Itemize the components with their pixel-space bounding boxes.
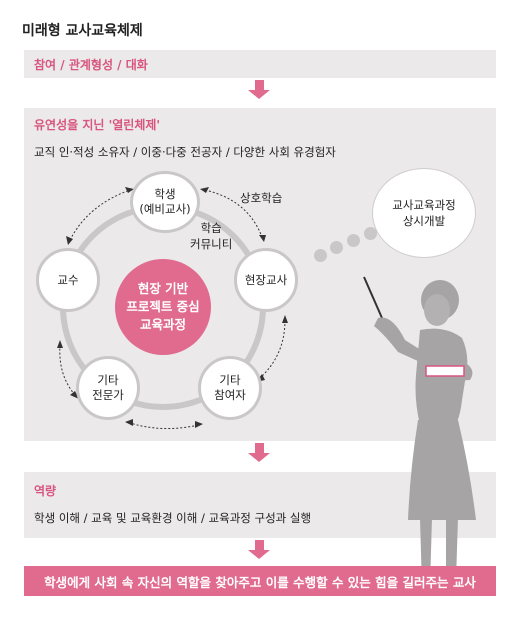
competency-subtitle: 학생 이해 / 교육 및 교육환경 이해 / 교육과정 구성과 실행 [34,511,312,525]
arrowhead-1b [125,187,134,193]
open-system-subtitle: 교직 인·적성 소유자 / 이중·다중 전공자 / 다양한 사회 유경험자 [34,145,336,159]
arrow-3-head [248,550,270,559]
node-student: 학생 (예비교사) [130,171,200,233]
participation-band: 참여 / 관계형성 / 대화 [24,50,496,78]
summary-text: 학생에게 사회 속 자신의 역할을 찾아주고 이를 수행할 수 있는 힘을 길러… [44,574,476,590]
open-system-label: 유연성을 지닌 '열린체제' [34,118,161,132]
competency-label: 역량 [34,484,57,498]
arrowhead-2a [200,187,209,193]
thought-dot-2 [330,241,343,254]
thought-bubble: 교사교육과정 상시개발 [372,168,476,258]
center-line1: 현장 기반 [137,281,189,296]
arrowhead-4a [195,421,203,428]
head [424,294,450,326]
raised-arm [374,317,424,362]
center-curriculum: 현장 기반 프로젝트 중심 교육과정 [115,259,211,355]
node-student-line1: 학생 [154,187,176,201]
pointer-stick [363,276,383,319]
summary-bar: 학생에게 사회 속 자신의 역할을 찾아주고 이를 수행할 수 있는 힘을 길러… [24,566,496,596]
node-professor-line1: 교수 [57,272,79,287]
node-other-expert-line1: 기타 [97,373,119,387]
dashed-arrows [59,189,286,430]
arrow-2-stem [255,443,264,453]
page-title: 미래형 교사교육체제 [22,23,143,39]
node-other-participant: 기타 참여자 [198,356,262,420]
arrow-otherexpert-professor [59,344,76,396]
label-learning-community-1: 학습 [200,221,222,235]
arrowhead-1a [66,236,73,245]
book [425,365,465,377]
thought-bubble-line1: 교사교육과정 [392,198,456,212]
skirt [408,420,476,520]
participation-label: 참여 / 관계형성 / 대화 [34,58,148,72]
arrow-1-head [248,90,270,99]
arrow-3-stem [255,540,264,550]
node-other-expert-line2: 전문가 [92,388,124,402]
node-other-expert: 기타 전문가 [76,356,140,420]
label-learning-community: 학습 커뮤니티 [190,220,232,252]
node-field-teacher: 현장교사 [234,248,298,312]
center-line2: 프로젝트 중심 [126,299,200,314]
node-student-line2: (예비교사) [139,202,191,216]
center-line3: 교육과정 [139,317,186,332]
arrow-1-stem [255,80,264,90]
node-other-participant-line1: 기타 [219,373,241,387]
node-other-participant-line2: 참여자 [214,388,246,402]
arrowhead-5b [57,340,63,348]
label-mutual-learning: 상호학습 [240,191,283,205]
thought-bubble-line2: 상시개발 [402,214,446,228]
thought-dot-4 [364,227,377,240]
thought-dot-1 [314,249,327,262]
node-professor: 교수 [36,248,100,312]
arrow-fieldteacher-otherparticipant [259,319,286,379]
label-learning-community-2: 커뮤니티 [190,237,233,251]
arrowhead-4b [125,419,133,426]
thought-dot-3 [347,234,360,247]
arrowhead-2b [259,235,266,242]
node-field-teacher-line1: 현장교사 [244,272,288,287]
arrow-2-head [248,453,270,462]
arrowhead-3a [282,315,288,323]
